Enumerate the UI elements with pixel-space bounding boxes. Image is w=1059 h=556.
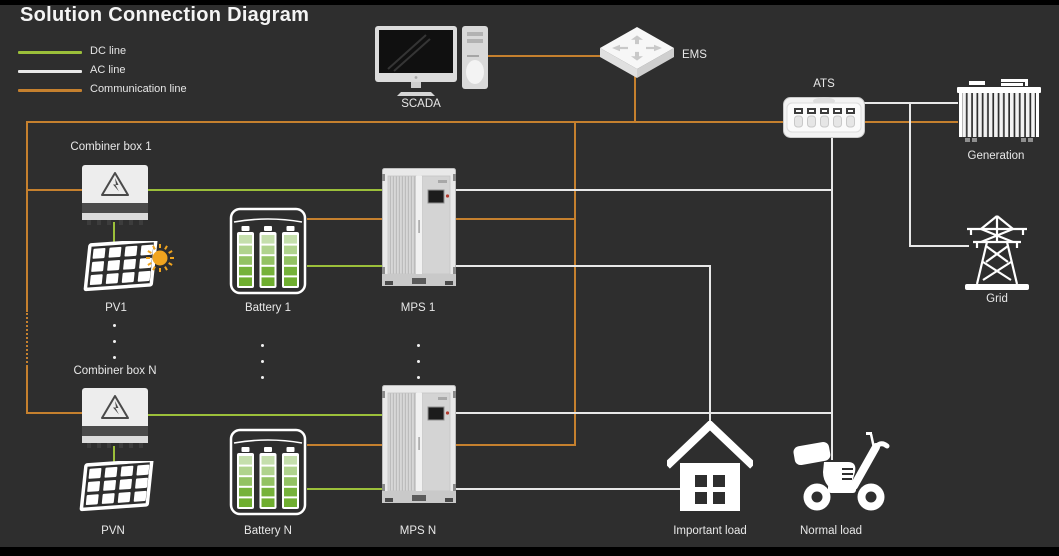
combiner-box-1-icon <box>82 165 148 225</box>
battery-n-icon <box>229 428 307 516</box>
important-load-house-icon <box>667 421 753 511</box>
ellipsis-dot <box>417 376 420 379</box>
ats-label: ATS <box>813 78 835 90</box>
mps-n-label: MPS N <box>399 525 437 537</box>
ac-line-mps1-output <box>456 189 833 191</box>
comm-line-to-combiner-1 <box>26 189 82 191</box>
comm-line-to-combiner-n <box>26 412 82 414</box>
legend-dc-line-label: DC line <box>90 45 127 57</box>
ac-line-mpsn-important <box>456 488 680 490</box>
pv1-panel-icon <box>83 241 158 292</box>
dc-line-combiner1-mps1 <box>147 189 382 191</box>
comm-line-battery1-mps1 <box>307 218 383 220</box>
legend-communication-line-swatch <box>18 89 82 92</box>
comm-line-left-vertical-top <box>26 121 28 310</box>
combiner-box-n-label: Combiner box N <box>73 365 157 377</box>
bottom-edge-bar <box>0 547 1059 556</box>
comm-line-left-vertical-bottom <box>26 367 28 414</box>
legend-dc-line-swatch <box>18 51 82 54</box>
ems-label: EMS <box>682 49 707 61</box>
ac-line-grid-vertical <box>909 102 911 247</box>
page-title: Solution Connection Diagram <box>20 4 310 26</box>
ems-icon <box>600 27 674 78</box>
grid-label: Grid <box>986 293 1008 305</box>
scada-icon <box>375 26 488 96</box>
battery-n-label: Battery N <box>244 525 292 537</box>
pvn-label: PVN <box>101 525 125 537</box>
legend-communication-line-label: Communication line <box>90 83 187 95</box>
comm-line-mps-drop <box>574 121 576 445</box>
dc-line-combinern-pvn <box>113 446 115 467</box>
ac-line-mpsn-bus <box>456 412 833 414</box>
normal-load-scooter-icon <box>793 432 890 511</box>
grid-tower-icon <box>965 215 1029 290</box>
ellipsis-dot <box>417 344 420 347</box>
ellipsis-dot <box>261 344 264 347</box>
ellipsis-dot <box>261 360 264 363</box>
ellipsis-dot <box>113 340 116 343</box>
ellipsis-dot <box>417 360 420 363</box>
top-edge-bar <box>0 0 1059 5</box>
ac-line-ats-generation <box>864 102 958 104</box>
battery-1-label: Battery 1 <box>244 302 292 314</box>
comm-line-mpsn-right <box>456 444 576 446</box>
normal-load-label: Normal load <box>800 525 862 537</box>
generation-icon <box>957 79 1041 142</box>
comm-line-ems-drop <box>634 72 636 122</box>
comm-line-mps1-right <box>456 218 576 220</box>
dc-line-combiner1-pv1 <box>113 222 115 246</box>
combiner-box-n-icon <box>82 388 148 448</box>
ellipsis-dot <box>113 356 116 359</box>
ellipsis-dot <box>113 324 116 327</box>
ats-icon <box>783 97 865 138</box>
sun-icon <box>146 244 174 272</box>
ac-line-ats-vertical <box>831 137 833 460</box>
generation-label: Generation <box>967 150 1025 162</box>
mps-1-label: MPS 1 <box>400 302 436 314</box>
scada-label: SCADA <box>401 98 441 110</box>
comm-line-batteryn-mpsn <box>307 444 383 446</box>
important-load-label: Important load <box>673 525 747 537</box>
dc-line-combinern-mpsn <box>147 414 382 416</box>
pv1-label: PV1 <box>105 302 127 314</box>
comm-line-scada-ems <box>487 55 603 57</box>
ellipsis-dot <box>261 376 264 379</box>
comm-line-left-vertical-dotted <box>26 310 28 367</box>
comm-bus-main <box>26 121 958 123</box>
dc-line-battery1-mps1 <box>307 265 383 267</box>
ac-line-important-vertical <box>709 265 711 423</box>
combiner-box-1-label: Combiner box 1 <box>70 141 152 153</box>
battery-1-icon <box>229 207 307 295</box>
ac-line-mps1-important-h <box>456 265 711 267</box>
legend-ac-line-swatch <box>18 70 82 73</box>
legend-ac-line-label: AC line <box>90 64 126 76</box>
ac-line-grid-horizontal <box>909 245 969 247</box>
mps-1-icon <box>382 168 456 286</box>
mps-n-icon <box>382 385 456 503</box>
pvn-panel-icon <box>79 461 154 512</box>
dc-line-batteryn-mpsn <box>307 488 383 490</box>
